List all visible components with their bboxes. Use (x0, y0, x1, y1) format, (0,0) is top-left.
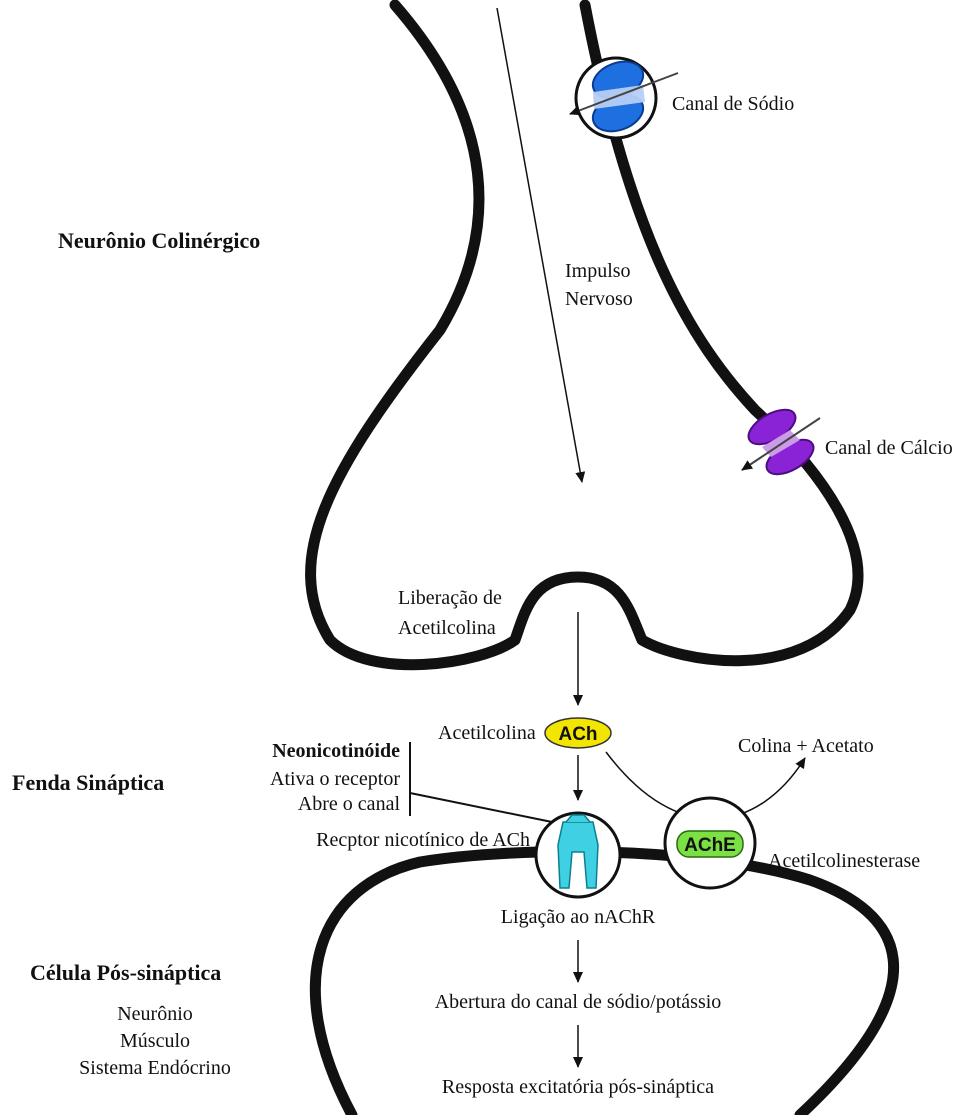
release-label-line2: Acetilcolina (398, 617, 496, 639)
postsynaptic-title: Célula Pós-sináptica (30, 960, 221, 985)
cleft-title: Fenda Sináptica (12, 770, 164, 795)
neonicotinoid-pointer (410, 793, 552, 822)
nicotinic-receptor-icon (536, 813, 620, 897)
neuron-title: Neurônio Colinérgico (58, 228, 260, 253)
sodium-channel-icon (570, 55, 678, 138)
ache-badge-label: AChE (684, 835, 736, 856)
step2-label: Abertura do canal de sódio/potássio (435, 991, 722, 1013)
ache-enzyme-icon: AChE (665, 798, 755, 888)
step3-label: Resposta excitatória pós-sináptica (442, 1076, 714, 1098)
acetylcholinesterase-label: Acetilcolinesterase (768, 850, 920, 872)
postsynaptic-type-endocrine: Sistema Endócrino (79, 1057, 231, 1079)
neonicotinoid-line2: Abre o canal (298, 793, 401, 815)
impulse-label-line1: Impulso (565, 260, 631, 282)
acetylcholine-label: Acetilcolina (438, 722, 536, 744)
impulse-label-line2: Nervoso (565, 288, 633, 310)
sodium-channel-label: Canal de Sódio (672, 93, 794, 115)
neonicotinoid-line1: Ativa o receptor (270, 768, 400, 790)
postsynaptic-type-muscle: Músculo (120, 1030, 190, 1052)
impulse-arrow (497, 8, 582, 482)
step1-label: Ligação ao nAChR (501, 906, 656, 928)
postsynaptic-type-neuron: Neurônio (117, 1003, 193, 1025)
ach-badge-label: ACh (558, 724, 597, 745)
products-label: Colina + Acetato (738, 735, 874, 757)
neonicotinoid-title: Neonicotinóide (272, 740, 400, 762)
receptor-label: Recptor nicotínico de ACh (316, 829, 530, 851)
calcium-channel-label: Canal de Cálcio (825, 437, 953, 459)
ach-badge: ACh (545, 718, 611, 748)
release-label-line1: Liberação de (398, 587, 502, 609)
